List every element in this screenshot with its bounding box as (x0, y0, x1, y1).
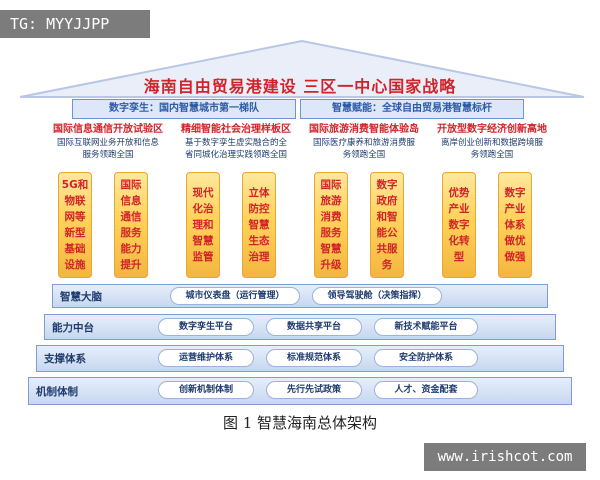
roof-triangle (19, 39, 585, 98)
layer-smart-brain-item-1: 城市仪表盘（运行管理） (170, 287, 300, 305)
pillar-1-1 (58, 172, 92, 278)
pillar-4-1 (442, 172, 476, 278)
layer-smart-brain (52, 284, 548, 308)
column-3-header: 国际旅游消费智能体验岛 国际医疗康养和旅游消费服 务领跑全国 (300, 123, 428, 161)
column-4-subtitle-line2: 务领跑全国 (470, 150, 514, 160)
layer-mechanism-item-3: 人才、资金配套 (374, 381, 478, 399)
layer-capability-platform-label: 能力中台 (52, 322, 94, 334)
column-4-subtitle-line1: 离岸创业创新和数据跨境服 (440, 138, 543, 148)
column-1-subtitle-line2: 服务领跑全国 (82, 150, 134, 160)
watermark-bottom-right: www.irishcot.com (424, 443, 586, 471)
layer-smart-brain-label: 智慧大脑 (60, 291, 102, 303)
pillar-4-2-text: 数字产业体系 做优做强 (504, 187, 526, 263)
column-3-subtitle-line1: 国际医疗康养和旅游消费服 (312, 138, 415, 148)
layer-support-system-item-3: 安全防护体系 (374, 349, 478, 367)
layer-mechanism-item-1: 创新机制体制 (158, 381, 254, 399)
pillar-2-1 (186, 172, 220, 278)
pillar-2-2-text: 立体防控智慧 生态治理 (248, 187, 270, 263)
pillar-3-1-text: 国际旅游消费 服务智慧升级 (320, 179, 342, 271)
pillar-3-2-text: 数字政府和智 能公共服务 (376, 179, 398, 271)
pillar-4-2 (498, 172, 532, 278)
column-3-subtitle-line2: 务领跑全国 (342, 150, 386, 160)
watermark-top-left: TG: MYYJJPP (0, 10, 150, 38)
column-2-subtitle-line1: 基于数字孪生虚实融合的全 (184, 138, 287, 148)
figure-caption: 图 1 智慧海南总体架构 (222, 414, 378, 432)
roof-title: 海南自由贸易港建设 三区一中心国家战略 (143, 77, 457, 96)
column-2-subtitle-line2: 省同城化治理实践领跑全国 (184, 150, 287, 160)
pillar-1-2 (114, 172, 148, 278)
layer-capability-platform-item-2: 数据共享平台 (266, 318, 362, 336)
banner-digital-twin: 数字孪生：国内智慧城市第一梯队 (72, 99, 296, 119)
column-2-header: 精细智能社会治理样板区 基于数字孪生虚实融合的全 省同城化治理实践领跑全国 (172, 123, 300, 161)
pillar-1-1-text: 5G和物联网等 新型基础设施 (61, 179, 89, 271)
pillar-2-2 (242, 172, 276, 278)
layer-mechanism-label: 机制体制 (36, 386, 78, 398)
layer-capability-platform-item-1: 数字孪生平台 (158, 318, 254, 336)
layer-support-system-label: 支撑体系 (44, 353, 86, 365)
pillar-3-2 (370, 172, 404, 278)
column-2-title: 精细智能社会治理样板区 (181, 124, 291, 135)
banner-smart-empowerment: 智慧赋能：全球自由贸易港智慧标杆 (300, 99, 524, 119)
layer-mechanism-item-2: 先行先试政策 (266, 381, 362, 399)
column-4-header: 开放型数字经济创新高地 离岸创业创新和数据跨境服 务领跑全国 (428, 123, 556, 161)
column-1-header: 国际信息通信开放试验区 国际互联网业务开放和信息 服务领跑全国 (44, 123, 172, 161)
layer-capability-platform-item-3: 新技术赋能平台 (374, 318, 478, 336)
layer-support-system-item-2: 标准规范体系 (266, 349, 362, 367)
pillar-1-2-text: 国际信息通信 服务能力提升 (120, 179, 142, 271)
pillar-4-1-text: 优势产业数字 化转型 (448, 187, 470, 263)
pillar-3-1 (314, 172, 348, 278)
column-1-title: 国际信息通信开放试验区 (53, 124, 163, 135)
column-3-title: 国际旅游消费智能体验岛 (309, 124, 419, 135)
column-4-title: 开放型数字经济创新高地 (437, 124, 547, 135)
pillar-2-1-text: 现代化治理和 智慧监管 (192, 187, 214, 263)
layer-support-system-item-1: 运营维护体系 (158, 349, 254, 367)
column-1-subtitle-line1: 国际互联网业务开放和信息 (56, 138, 159, 148)
layer-smart-brain-item-2: 领导驾驶舱（决策指挥） (312, 287, 442, 305)
